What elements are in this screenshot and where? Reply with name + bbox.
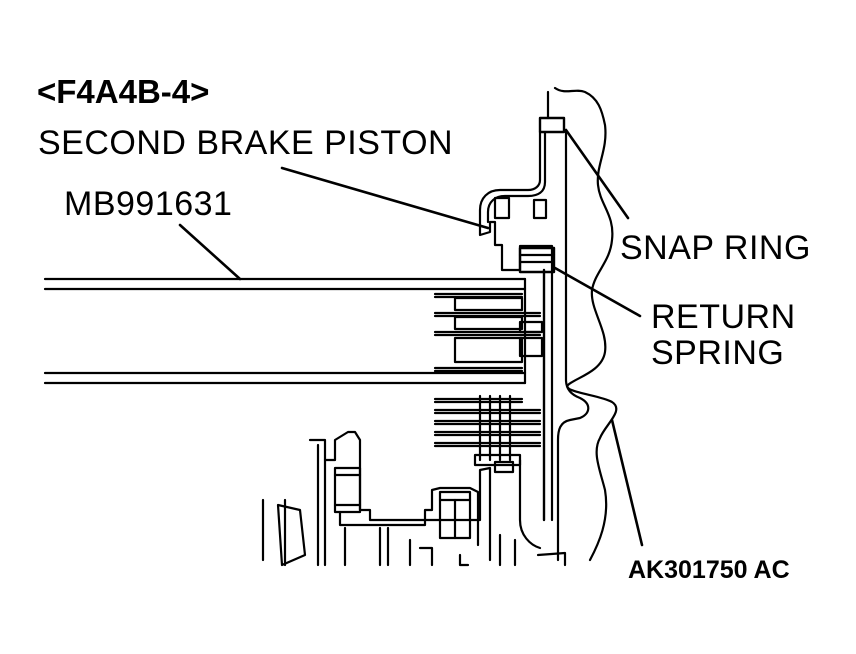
snap-ring-block <box>538 116 566 134</box>
second-brake-piston <box>478 130 554 272</box>
label-snap-ring: SNAP RING <box>620 229 811 267</box>
tool-mb991631 <box>43 277 527 385</box>
leader-snap-ring <box>564 128 630 220</box>
clutch-plates-upper <box>433 292 544 373</box>
housing-inner-wall <box>546 90 590 562</box>
leader-return-spring <box>553 266 642 318</box>
figure-code: AK301750 AC <box>628 556 790 584</box>
lower-components <box>261 430 567 567</box>
return-spring <box>518 246 556 274</box>
leader-tool <box>178 223 242 281</box>
clutch-plates-lower <box>433 394 542 474</box>
leader-lines <box>178 128 644 547</box>
label-return-spring-line1: RETURN <box>651 298 796 336</box>
leader-housing <box>610 418 644 547</box>
leader-second-brake-piston <box>280 166 490 230</box>
label-tool-number: MB991631 <box>64 185 233 223</box>
label-return-spring-line2: SPRING <box>651 334 785 372</box>
figure-title: <F4A4B-4> <box>37 73 210 110</box>
housing-outline <box>553 86 618 562</box>
label-second-brake-piston: SECOND BRAKE PISTON <box>38 124 454 162</box>
